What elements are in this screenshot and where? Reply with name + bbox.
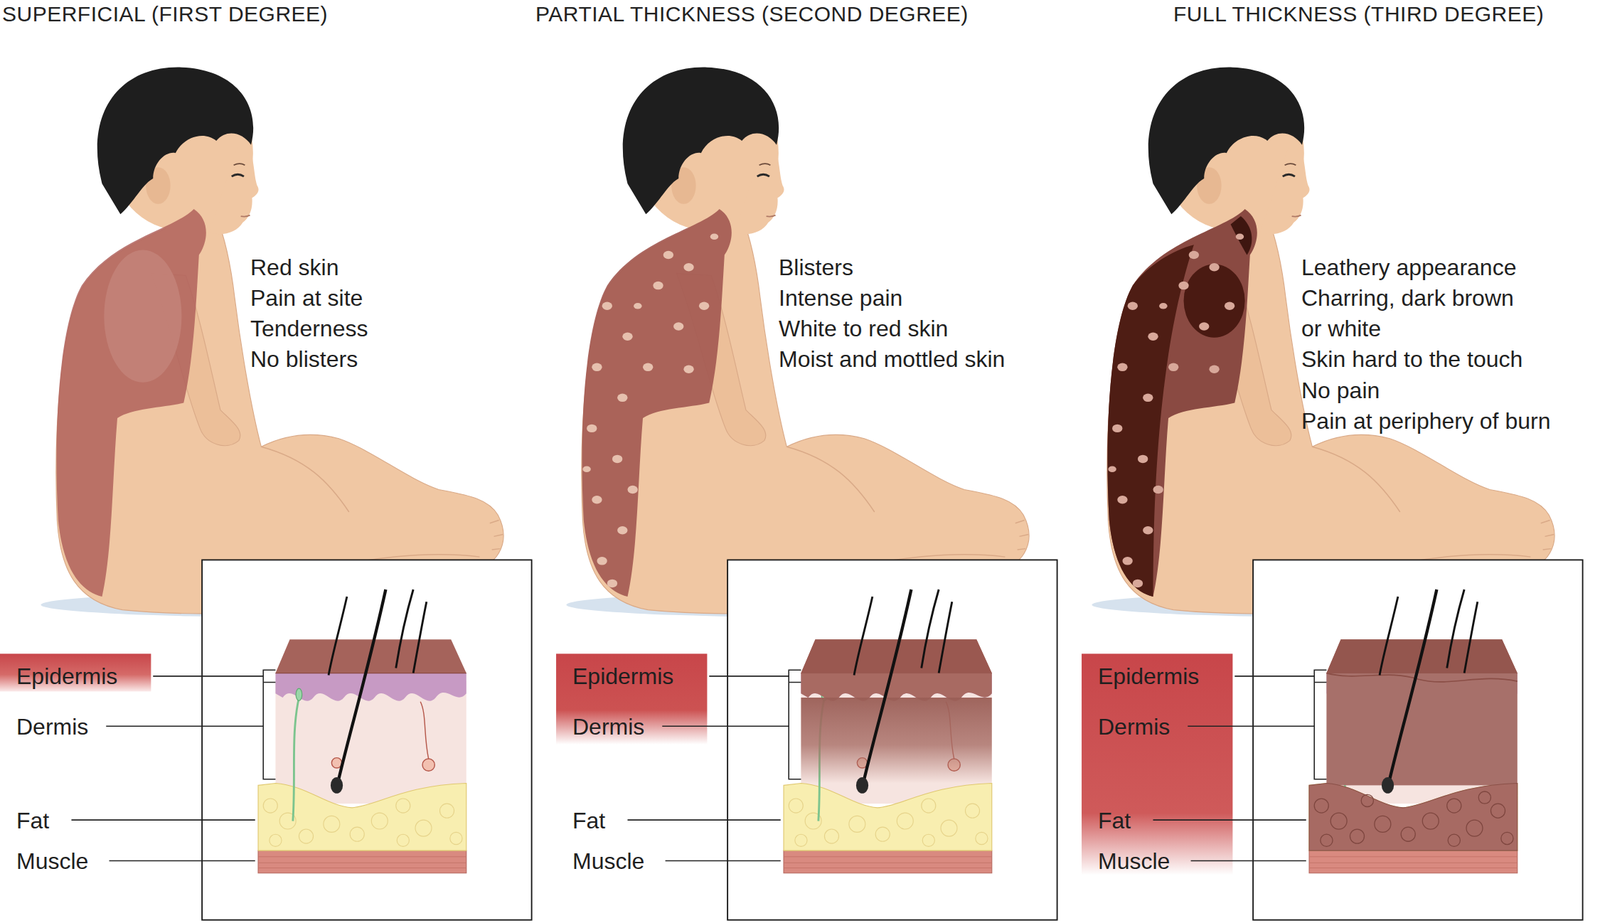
panel-title: PARTIAL THICKNESS (SECOND DEGREE): [535, 1, 969, 28]
leader-lines: [71, 669, 1327, 861]
cross-section-full: [1309, 783, 1518, 852]
layer-label: Muscle: [16, 847, 89, 875]
layer-label: Epidermis: [16, 662, 118, 690]
cross-section-full: [1447, 798, 1462, 813]
layer-label: Fat: [1097, 807, 1131, 835]
symptom-text: Charring, dark brown or white: [1301, 283, 1528, 345]
cross-section-partial: [800, 673, 992, 702]
leader-lines: [1314, 669, 1327, 779]
cross-section-full: [1501, 832, 1514, 845]
cross-section-full: [1326, 673, 1517, 682]
cross-section-full: [1252, 559, 1583, 920]
child-partial: [566, 67, 1046, 618]
symptom-text: Intense pain: [778, 283, 903, 314]
leader-lines: [788, 669, 801, 779]
layer-label: Muscle: [572, 847, 645, 875]
symptom-text: Tenderness: [250, 313, 368, 345]
cross-section-full: [1349, 829, 1364, 844]
cross-section-partial: [727, 559, 1057, 920]
cross-section-superficial: [201, 559, 532, 920]
layer-label: Fat: [572, 807, 606, 835]
cross-section-full: [1379, 589, 1478, 794]
cross-section-full: [1330, 812, 1347, 830]
layer-label: Dermis: [16, 713, 89, 741]
cross-section-full: [1314, 798, 1329, 813]
symptom-text: Red skin: [250, 252, 340, 284]
panel-title: FULL THICKNESS (THIRD DEGREE): [1173, 1, 1544, 28]
cross-section-full: [1422, 812, 1439, 830]
depth-band: [0, 653, 151, 692]
child-full: [1091, 67, 1571, 618]
child-full: [1107, 244, 1194, 597]
cross-section-partial: [800, 697, 992, 783]
child-superficial: [103, 249, 182, 382]
depth-band: [556, 653, 707, 745]
cross-section-full: [1314, 791, 1514, 847]
cross-section-full: [1361, 794, 1374, 807]
cross-section-full: [1320, 834, 1333, 847]
cross-section-full: [1252, 559, 1583, 920]
symptom-text: No pain: [1301, 375, 1380, 407]
cross-section-full: [1478, 791, 1491, 804]
cross-section-full: [1326, 673, 1517, 786]
layer-label: Fat: [16, 807, 50, 835]
cross-section-superficial: [328, 589, 427, 794]
depth-band: [1081, 653, 1233, 875]
layer-label: Muscle: [1097, 847, 1170, 875]
child-superficial: [40, 67, 520, 618]
symptom-text: Leathery appearance: [1301, 252, 1517, 284]
symptom-text: Moist and mottled skin: [778, 344, 1005, 375]
symptom-text: Pain at periphery of burn: [1301, 406, 1551, 437]
child-partial: [566, 67, 1046, 618]
symptom-text: White to red skin: [778, 313, 948, 345]
symptom-text: Pain at site: [250, 283, 363, 314]
cross-section-full: [1447, 834, 1460, 847]
cross-section-partial: [854, 589, 953, 794]
cross-section-full: [1490, 803, 1505, 818]
leader-lines: [263, 669, 276, 779]
leader-lines: [71, 676, 264, 862]
child-full: [1184, 263, 1246, 338]
symptom-text: Blisters: [778, 252, 854, 284]
cross-section-superficial: [201, 559, 532, 920]
symptom-text: No blisters: [250, 344, 358, 375]
symptom-text: Skin hard to the touch: [1301, 344, 1523, 375]
child-superficial: [40, 67, 520, 618]
cross-section-partial: [727, 559, 1057, 920]
child-full: [1107, 233, 1244, 588]
child-full: [1091, 67, 1571, 618]
child-superficial: [56, 209, 206, 597]
layer-label: Epidermis: [1097, 662, 1199, 690]
child-partial: [582, 233, 719, 588]
layer-label: Dermis: [1097, 713, 1170, 741]
child-partial: [581, 209, 732, 597]
cross-section-full: [1466, 819, 1483, 837]
leader-lines: [627, 676, 789, 862]
leader-lines: [1152, 676, 1315, 862]
cross-section-full: [1400, 827, 1416, 842]
cross-section-full: [1374, 815, 1391, 832]
layer-label: Epidermis: [572, 662, 674, 690]
panel-title: SUPERFICIAL (FIRST DEGREE): [2, 1, 328, 28]
layer-label: Dermis: [572, 713, 645, 741]
child-full: [1107, 209, 1257, 597]
